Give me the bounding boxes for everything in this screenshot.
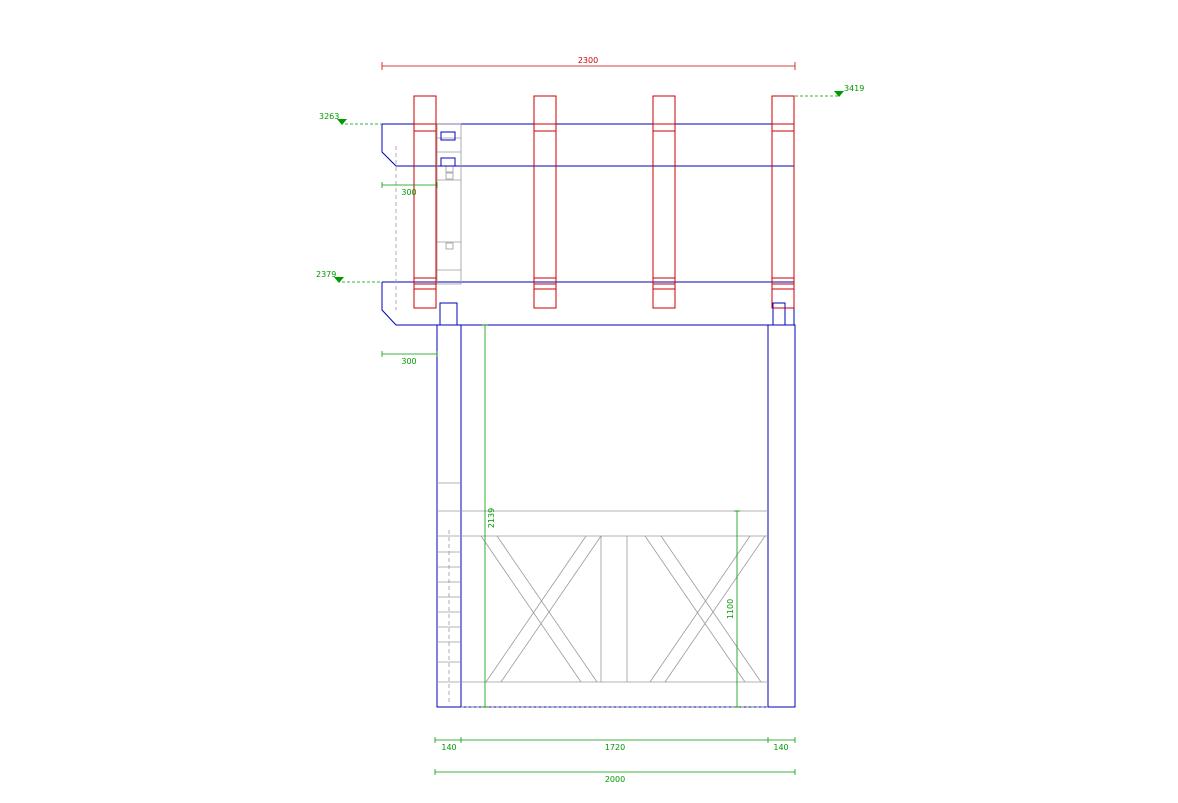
bottom-span-label: 1720 — [605, 743, 625, 752]
rafter-1 — [413, 95, 437, 309]
top-width-dimension: 2300 — [381, 56, 796, 70]
elevation-marker-lower-left: 2379 — [316, 270, 382, 283]
railing-height-dimension: 1100 — [726, 510, 740, 708]
rafters — [413, 95, 795, 309]
overhang-dimension-lower: 300 — [381, 351, 438, 366]
bottom-overall-dimension — [434, 769, 796, 775]
bottom-segment-dimensions — [434, 737, 796, 743]
elevation-marker-top-left: 3263 — [319, 112, 382, 125]
post-height-dimension: 2139 — [482, 324, 496, 708]
post-height-label: 2139 — [487, 508, 496, 528]
overhang-dimension-upper: 300 — [381, 182, 438, 197]
rafter-4 — [771, 95, 795, 309]
upper-beam — [381, 123, 795, 167]
railing-height-label: 1100 — [726, 599, 735, 619]
bracket-blocks — [439, 131, 786, 326]
elevation-lower-left-label: 2379 — [316, 270, 336, 279]
overall-width-label: 2300 — [578, 56, 598, 65]
elevation-marker-top-right: 3419 — [795, 84, 864, 97]
overhang-lower-label: 300 — [401, 357, 416, 366]
elevation-top-left-label: 3263 — [319, 112, 339, 121]
rafter-3 — [652, 95, 676, 309]
bottom-right-post-label: 140 — [773, 743, 788, 752]
overhang-upper-label: 300 — [401, 188, 416, 197]
rafter-2 — [533, 95, 557, 309]
elevation-top-right-label: 3419 — [844, 84, 864, 93]
bottom-left-post-label: 140 — [441, 743, 456, 752]
bottom-overall-label: 2000 — [605, 775, 625, 784]
railing-x-braces — [437, 482, 768, 708]
